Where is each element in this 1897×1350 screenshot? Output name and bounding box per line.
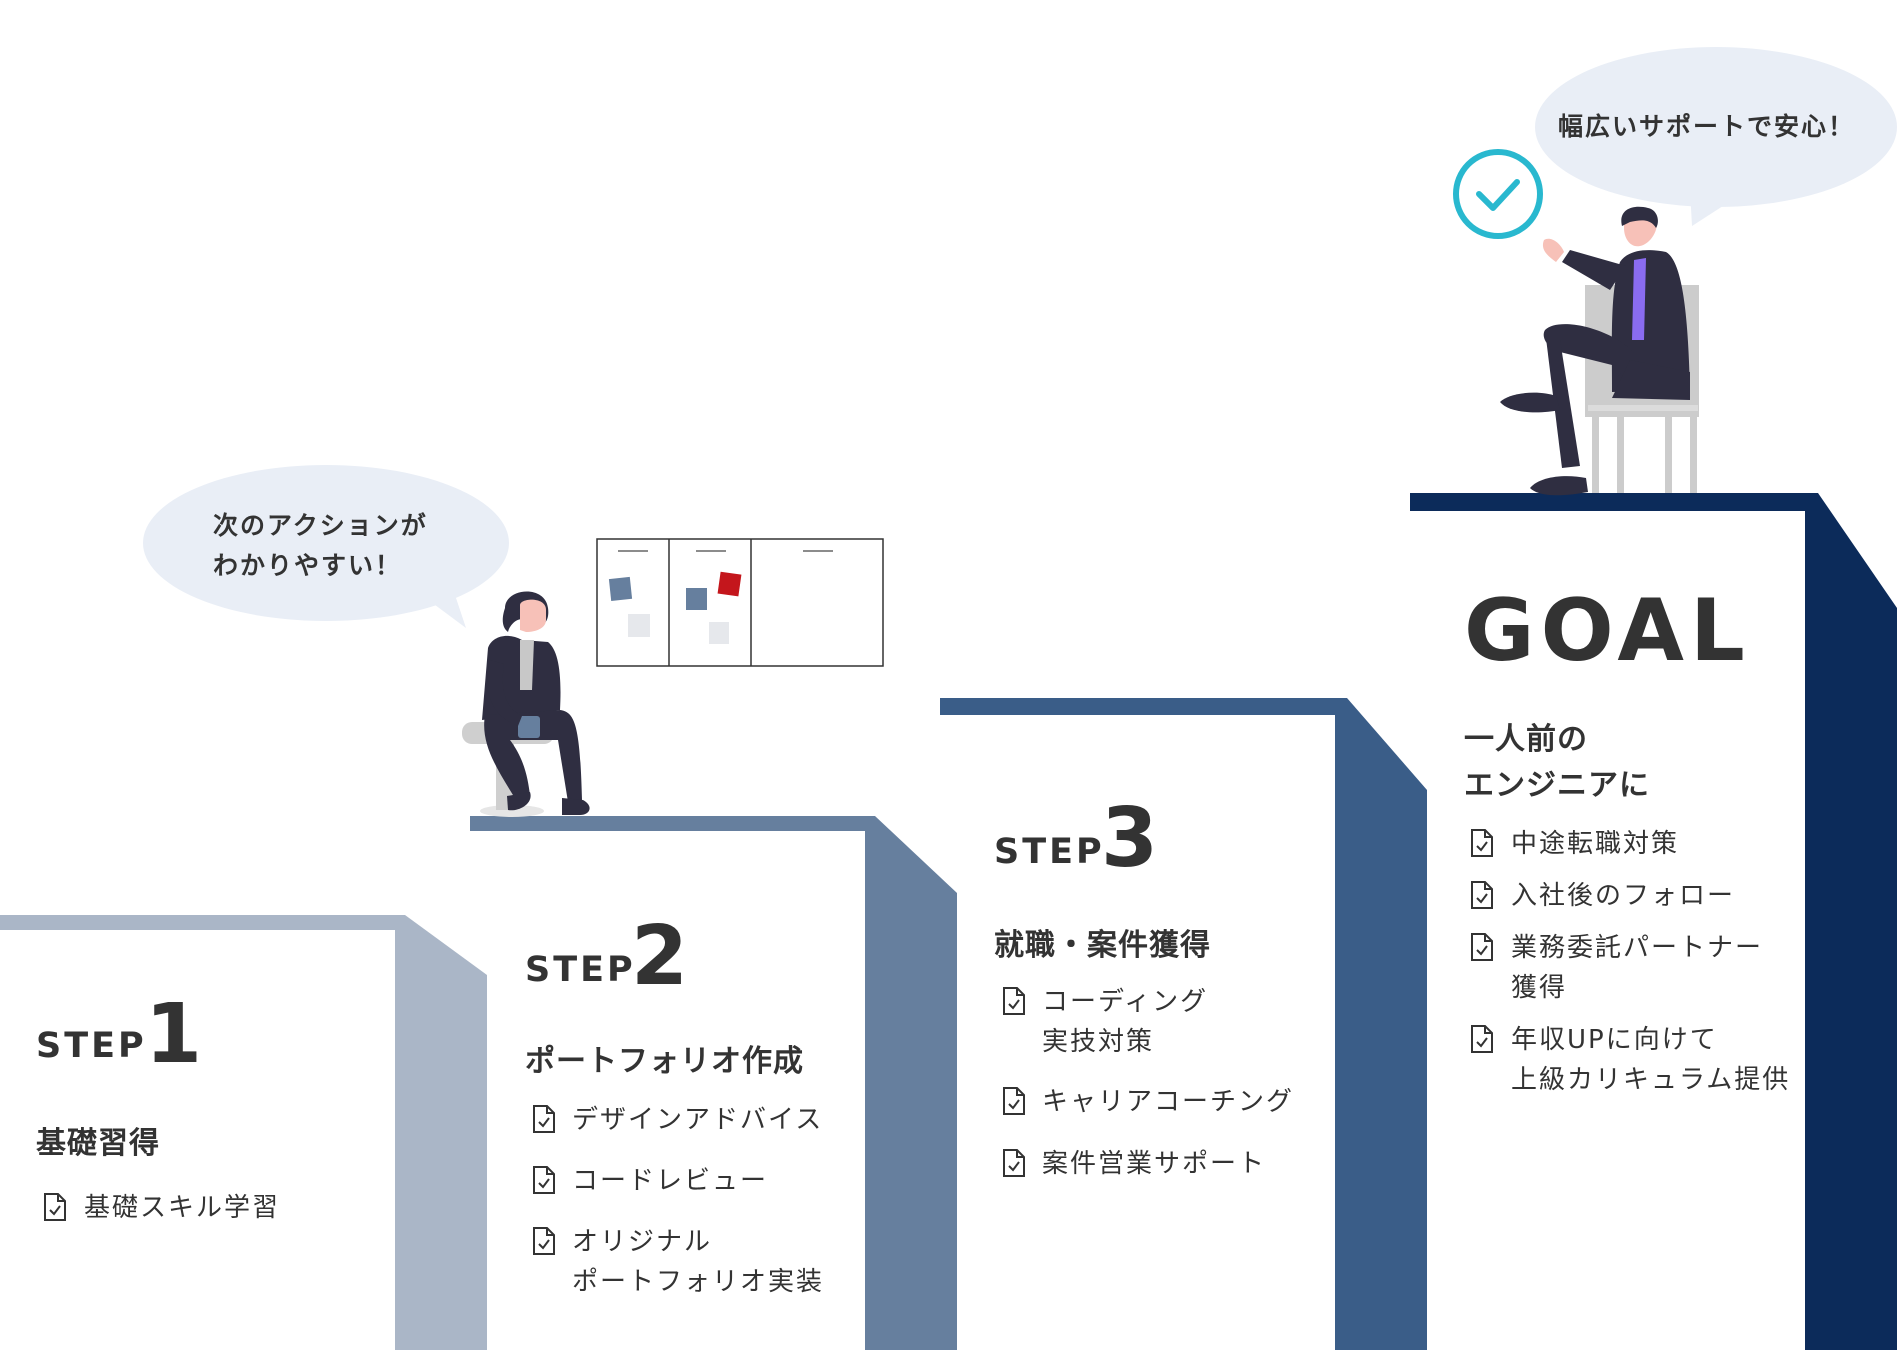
- goal-heading-line1: 一人前の: [1464, 714, 1588, 758]
- checked-document-icon: [1002, 986, 1026, 1016]
- step3-item-1-line2: 実技対策: [1042, 1022, 1154, 1062]
- goal-item-4-line2: 上級カリキュラム提供: [1511, 1060, 1790, 1100]
- step3-item-3: 案件営業サポート: [1042, 1144, 1266, 1184]
- step3-label: STEP: [994, 832, 1105, 872]
- person-confident-illustration: [1500, 207, 1699, 495]
- goal-item-2: 入社後のフォロー: [1511, 876, 1735, 916]
- step1-label: STEP: [36, 1026, 147, 1066]
- goal-item-3: 業務委託パートナー: [1511, 928, 1763, 968]
- bubble-text-step2-line2: わかりやすい！: [213, 546, 402, 586]
- checked-document-icon: [1470, 880, 1494, 910]
- step3-item-1: コーディング: [1042, 982, 1208, 1022]
- checked-document-icon: [1470, 828, 1494, 858]
- step2-item-1: デザインアドバイス: [572, 1100, 823, 1140]
- goal-title: GOAL: [1464, 588, 1751, 674]
- step1-number: 1: [145, 994, 202, 1076]
- step3-number: 3: [1101, 798, 1158, 880]
- goal-item-1: 中途転職対策: [1511, 824, 1679, 864]
- step1-heading: 基礎習得: [36, 1118, 160, 1162]
- checked-document-icon: [532, 1165, 556, 1195]
- check-circle-icon: [1456, 152, 1540, 236]
- goal-item-3-line2: 獲得: [1511, 968, 1567, 1008]
- kanban-board-illustration: [597, 539, 883, 666]
- step2-item-3: オリジナル: [572, 1222, 712, 1262]
- step2-number: 2: [631, 916, 688, 998]
- step1-item-1: 基礎スキル学習: [84, 1188, 280, 1228]
- bubble-text-step2-line1: 次のアクションが: [213, 506, 428, 546]
- checked-document-icon: [1470, 932, 1494, 962]
- checked-document-icon: [43, 1192, 67, 1222]
- step3-heading: 就職・案件獲得: [994, 920, 1211, 964]
- step2-item-3-line2: ポートフォリオ実装: [572, 1262, 824, 1302]
- checked-document-icon: [1470, 1024, 1494, 1054]
- step3-block: [940, 698, 1427, 1350]
- step3-item-2: キャリアコーチング: [1042, 1082, 1294, 1122]
- step2-item-2: コードレビュー: [572, 1161, 768, 1201]
- checked-document-icon: [532, 1104, 556, 1134]
- goal-heading-line2: エンジニアに: [1464, 760, 1650, 804]
- step2-label: STEP: [525, 950, 636, 990]
- checked-document-icon: [1002, 1148, 1026, 1178]
- checked-document-icon: [1002, 1086, 1026, 1116]
- step2-heading: ポートフォリオ作成: [525, 1036, 804, 1080]
- bubble-text-goal: 幅広いサポートで安心！: [1558, 107, 1855, 147]
- person-thinking-illustration: [462, 591, 590, 817]
- checked-document-icon: [532, 1226, 556, 1256]
- goal-item-4: 年収UPに向けて: [1511, 1020, 1718, 1060]
